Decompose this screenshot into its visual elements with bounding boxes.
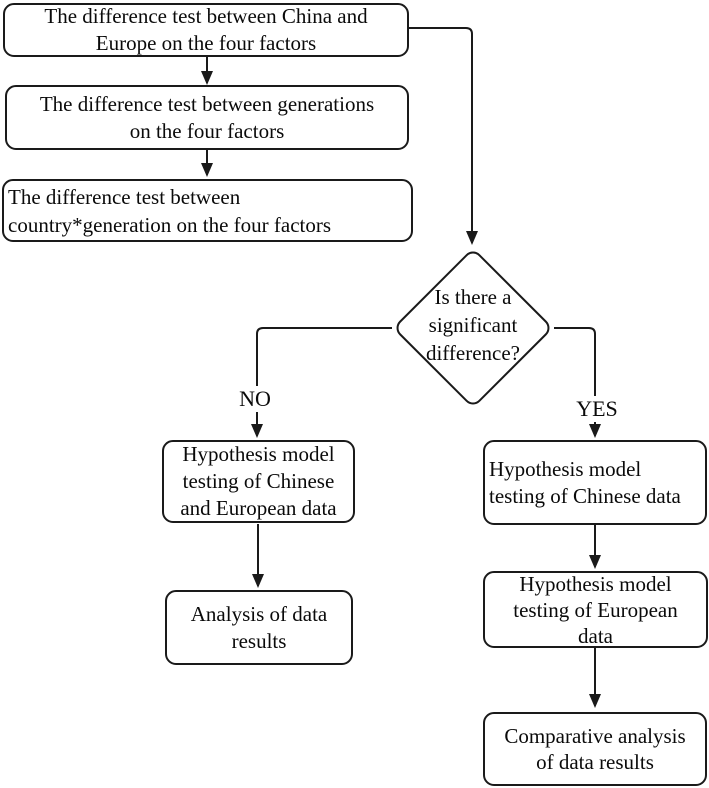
- process-box-hypothesis-combined: Hypothesis model testing of Chinese and …: [162, 440, 355, 523]
- process-box-hypothesis-chinese: Hypothesis model testing of Chinese data: [483, 440, 707, 525]
- process-box-comparative-analysis: Comparative analysis of data results: [483, 712, 707, 786]
- process-box-hypothesis-european: Hypothesis model testing of European dat…: [483, 571, 708, 648]
- process-box-interaction-difference-test: The difference test between country*gene…: [2, 179, 413, 242]
- connector-decision-no-branch: [251, 327, 392, 438]
- branch-label-no: NO: [225, 386, 285, 412]
- process-box-generations-difference-test: The difference test between generations …: [5, 85, 409, 150]
- process-box-china-europe-difference-test: The difference test between China and Eu…: [3, 3, 409, 57]
- connector-box1-decision: [409, 27, 478, 245]
- branch-label-yes: YES: [562, 396, 632, 422]
- connector-decision-yes-branch: [554, 327, 601, 438]
- decision-diamond-label: Is there a significant difference?: [425, 285, 521, 365]
- process-box-analysis-results: Analysis of data results: [165, 590, 353, 665]
